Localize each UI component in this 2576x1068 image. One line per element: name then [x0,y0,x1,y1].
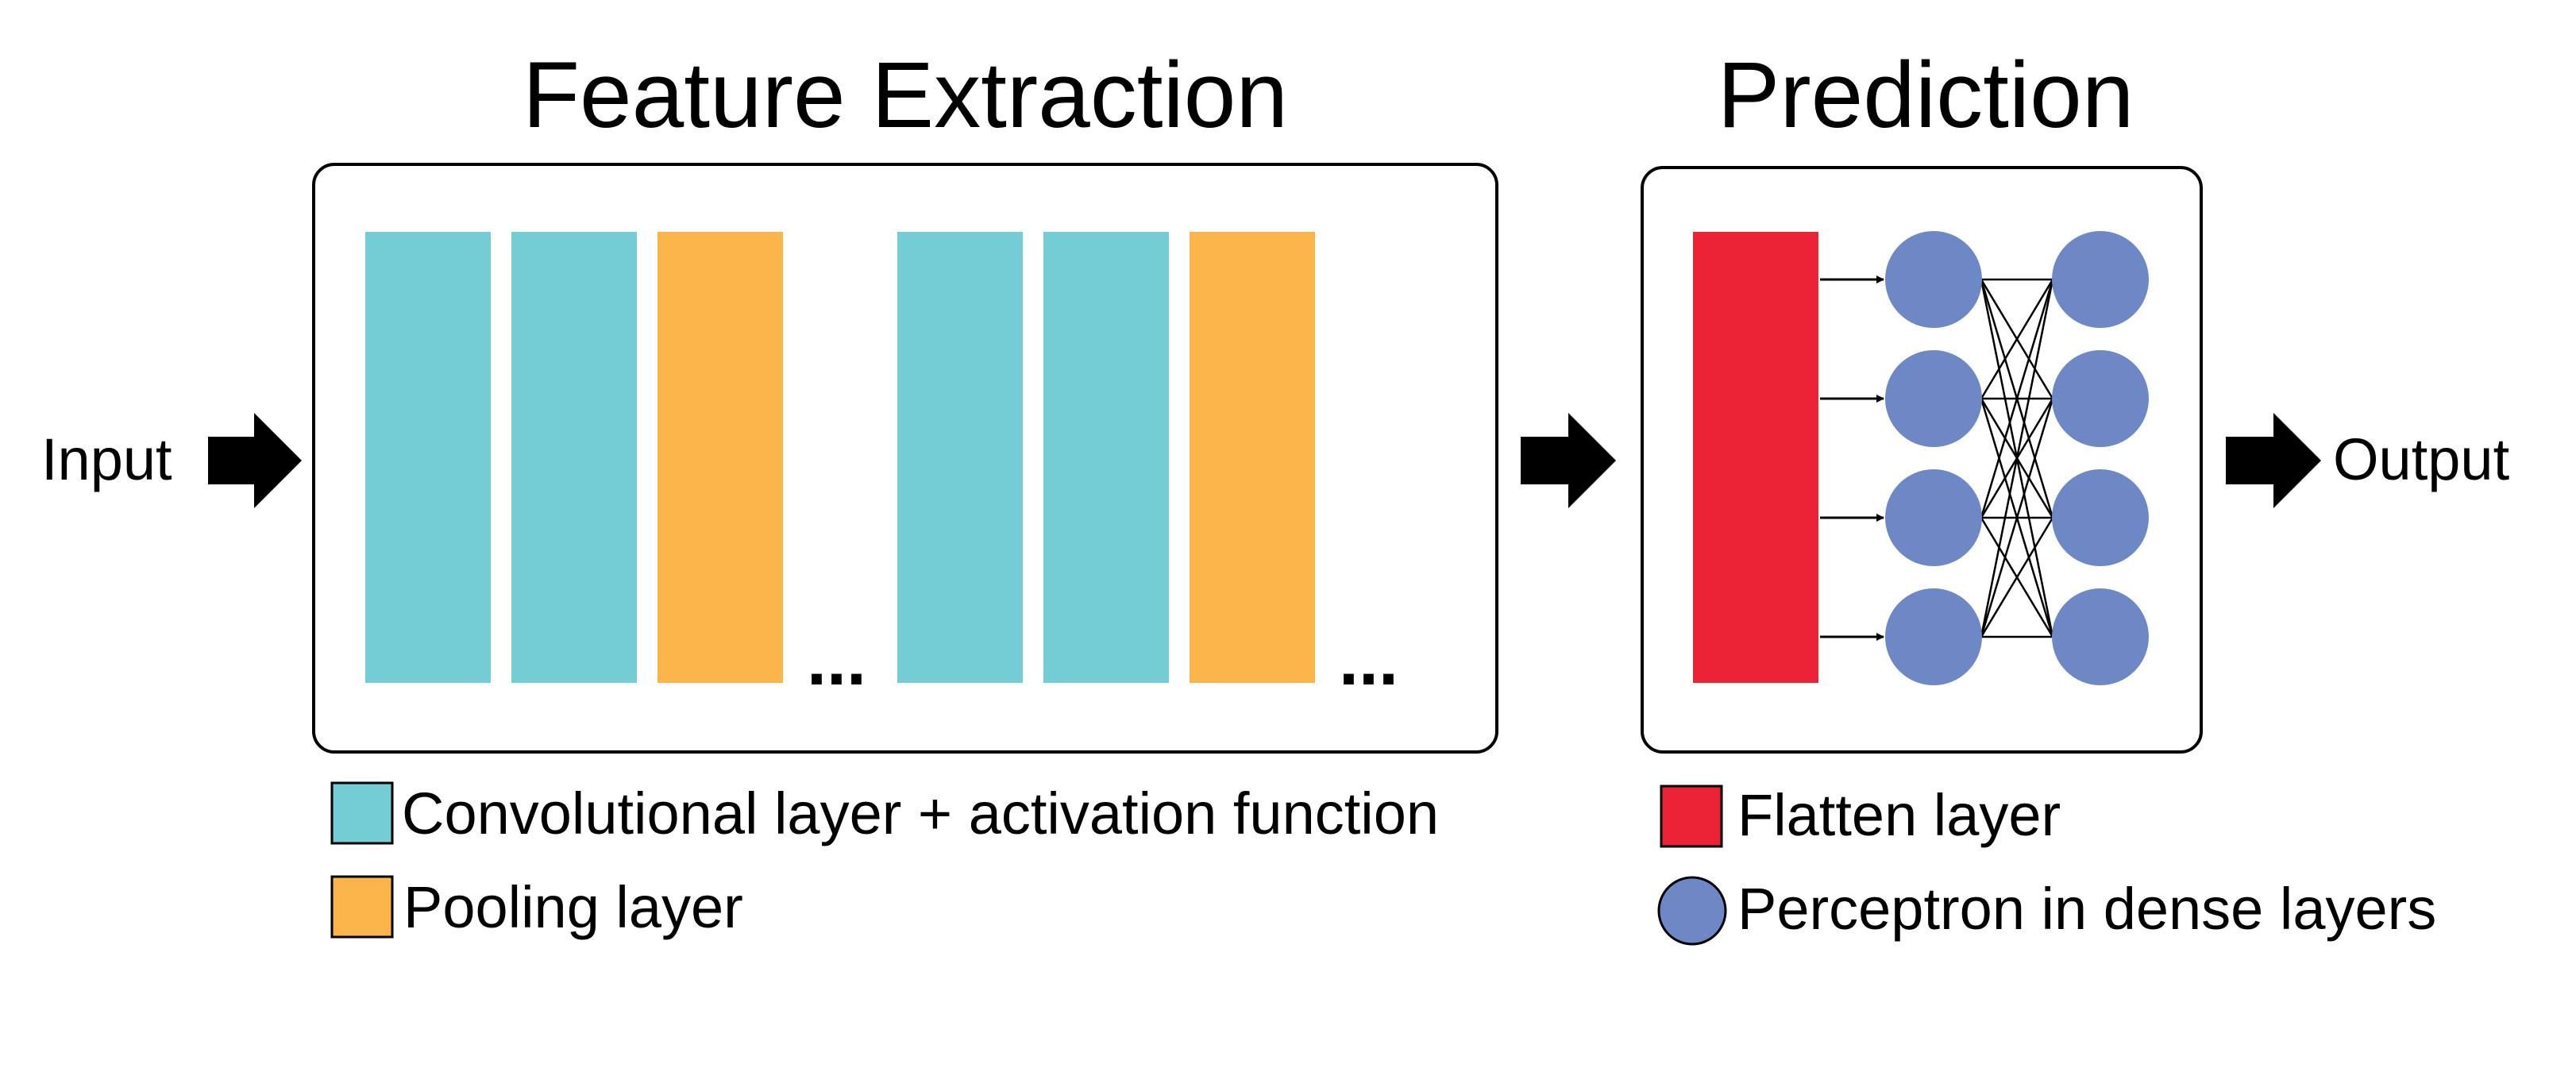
perceptron-0-3 [1885,588,1982,685]
dense-connection-2-0 [1980,279,2054,519]
perceptron-1-2 [2052,469,2149,566]
legend-pool-label: Pooling layer [403,874,743,940]
legend-perceptron-label: Perceptron in dense layers [1737,876,2436,942]
prediction-box [1641,166,2203,754]
output-label: Output [2333,426,2510,492]
feature-extraction-box [312,163,1498,754]
middle-arrow-icon [1521,413,1616,508]
perceptron-0-1 [1885,350,1982,447]
legend-flatten-swatch [1660,785,1723,848]
legend-conv-label: Convolutional layer + activation functio… [402,781,1439,846]
pool-layer-6 [1190,232,1315,683]
pool-layer-2 [657,232,783,683]
ellipsis-7: ... [1339,621,1398,700]
perceptron-1-3 [2052,588,2149,685]
feature-layers: ...... [365,232,1398,700]
dense-connection-3-2 [1980,517,2054,638]
input-label: Input [41,426,172,492]
conv-layer-1 [511,232,637,683]
perceptron-0-0 [1885,231,1982,328]
dense-connection-1-0 [1980,279,2054,399]
prediction-title: Prediction [1718,43,2134,148]
legend-perceptron-swatch [1657,876,1727,946]
perceptron-0-2 [1885,469,1982,566]
dense-connection-3-1 [1980,398,2054,638]
legend-conv-swatch [330,781,394,845]
perceptron-1-0 [2052,231,2149,328]
dense-connection-3-0 [1980,279,2054,638]
ellipsis-3: ... [807,621,866,700]
input-arrow-icon [208,413,302,508]
output-arrow-icon [2226,413,2321,508]
dense-network [1820,231,2149,685]
legend-flatten-label: Flatten layer [1737,782,2061,848]
legend-pool-swatch [330,875,394,939]
conv-layer-5 [1043,232,1169,683]
flatten-layer-block [1693,232,1818,683]
feature-extraction-title: Feature Extraction [523,43,1288,148]
conv-layer-4 [897,232,1023,683]
perceptron-1-1 [2052,350,2149,447]
conv-layer-0 [365,232,491,683]
